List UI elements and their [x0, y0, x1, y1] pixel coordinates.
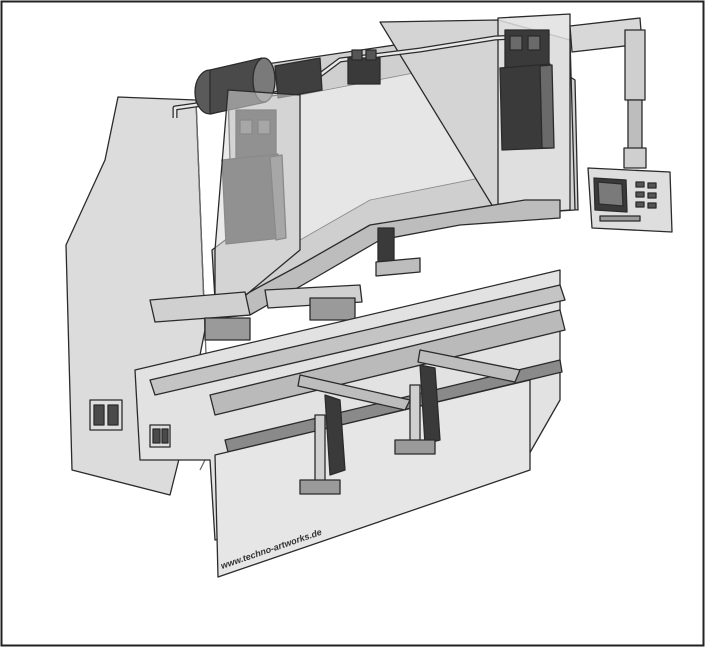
bed-rail-lower — [209, 309, 566, 416]
control-panel-icon — [587, 167, 673, 233]
foot-pedal-controls-icon — [89, 399, 171, 448]
pipe-upper-inner — [173, 34, 541, 118]
control-arm-icon — [569, 17, 647, 169]
support-arm-left-icon — [297, 374, 411, 495]
back-gauge-icon — [149, 227, 421, 341]
support-arm-right-icon — [394, 349, 521, 455]
press-brake-machine-icon — [65, 13, 673, 578]
hydraulic-cylinder-right-icon — [499, 29, 555, 151]
valve-block-center-icon — [347, 49, 381, 85]
bed-rail — [149, 284, 566, 396]
